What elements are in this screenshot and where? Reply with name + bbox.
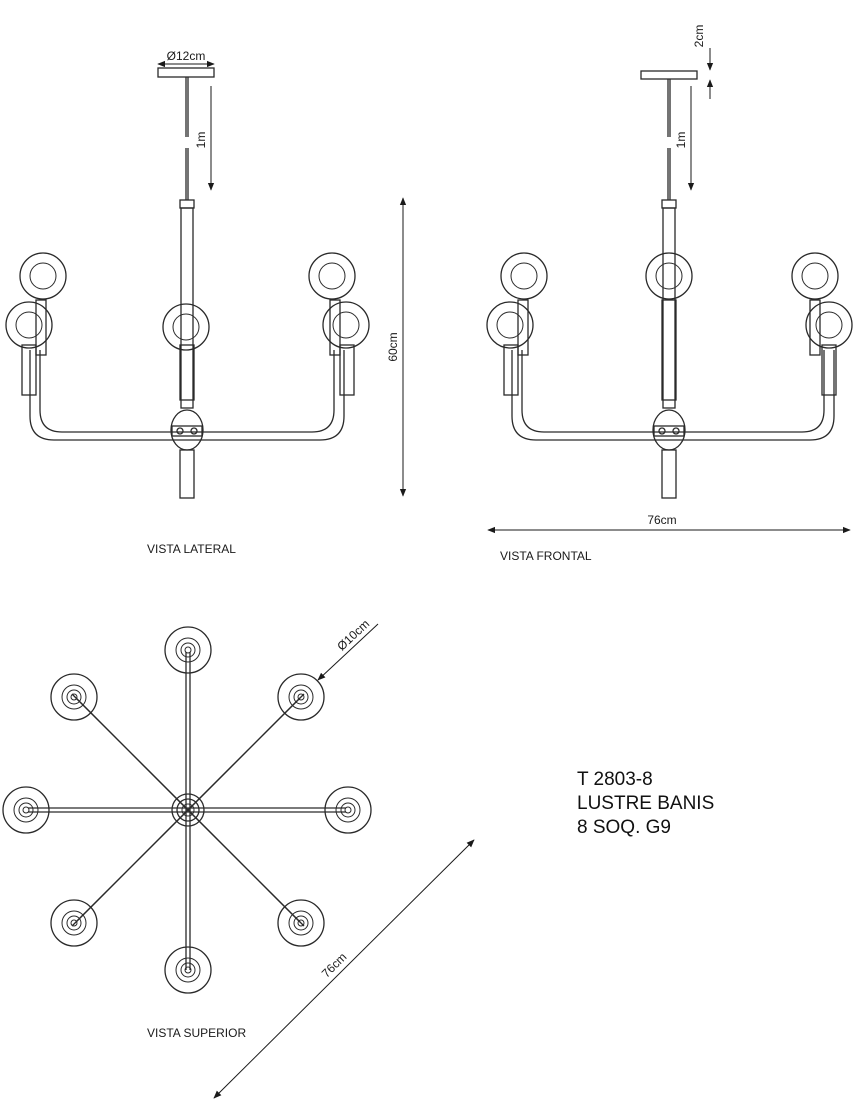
top-view-caption: VISTA SUPERIOR bbox=[147, 1026, 246, 1040]
canopy-frontal bbox=[640, 70, 698, 80]
frontal-view-caption: VISTA FRONTAL bbox=[500, 549, 592, 563]
canopy-height-label: 2cm bbox=[692, 25, 706, 48]
canopy bbox=[157, 67, 215, 78]
frontal-view: 2cm 1m bbox=[486, 25, 853, 563]
canopy-diameter-label: Ø12cm bbox=[167, 49, 206, 63]
chain-length-label-lateral: 1m bbox=[194, 132, 208, 149]
height-label: 60cm bbox=[386, 332, 400, 361]
lateral-view-caption: VISTA LATERAL bbox=[147, 542, 236, 556]
shade-right bbox=[324, 786, 372, 834]
width-label-top: 76cm bbox=[319, 950, 350, 981]
shade-bottom bbox=[164, 946, 212, 994]
shade-top-right bbox=[277, 673, 325, 721]
product-code: T 2803-8 bbox=[577, 769, 653, 790]
shade-top bbox=[164, 626, 212, 674]
product-spec: 8 SOQ. G9 bbox=[577, 817, 671, 838]
product-title-block: T 2803-8 LUSTRE BANIS 8 SOQ. G9 bbox=[577, 768, 714, 840]
width-label-frontal: 76cm bbox=[647, 513, 676, 527]
lateral-view: Ø12cm 1m bbox=[5, 49, 407, 556]
top-view: Ø10cm 76cm VISTA SUPERIOR bbox=[2, 617, 475, 1099]
shade-top-left bbox=[50, 673, 98, 721]
shade-left bbox=[2, 786, 50, 834]
shade-bottom-left bbox=[50, 899, 98, 947]
chain-length-label-frontal: 1m bbox=[674, 132, 688, 149]
product-name: LUSTRE BANIS bbox=[577, 793, 715, 814]
